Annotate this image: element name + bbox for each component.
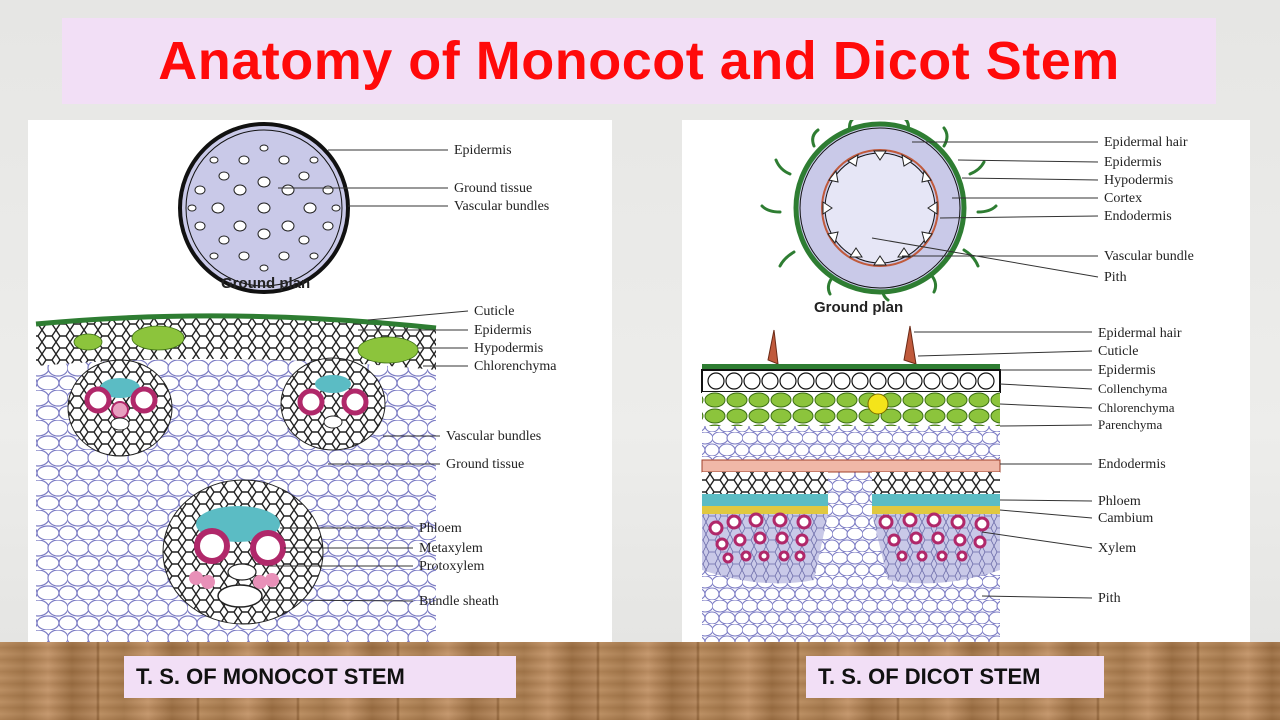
dicot-detail-labels: Epidermal hair Cuticle Epidermis Collenc…: [1098, 326, 1182, 606]
monocot-vascular-bundle: [67, 359, 173, 457]
monocot-ground-plan: [178, 122, 350, 294]
dicot-diagram-panel: Ground plan Epidermal hair Epidermis Hyp…: [682, 120, 1250, 642]
label-parenchyma: Parenchyma: [1098, 417, 1162, 432]
label-cuticle: Cuticle: [474, 304, 514, 319]
monocot-detail-section: [35, 313, 437, 642]
label-ground-tissue: Ground tissue: [454, 181, 532, 196]
dicot-ground-plan: [760, 120, 998, 302]
label-bundle-sheath: Bundle sheath: [419, 594, 499, 609]
label-phloem: Phloem: [419, 521, 462, 536]
dicot-ground-plan-title: Ground plan: [814, 299, 903, 316]
label-ground-tissue: Ground tissue: [446, 457, 524, 472]
dicot-caption: T. S. OF DICOT STEM: [806, 656, 1104, 698]
label-cambium: Cambium: [1098, 511, 1153, 526]
label-hypodermis: Hypodermis: [474, 341, 543, 356]
label-vascular-bundle: Vascular bundle: [1104, 249, 1194, 264]
label-chlorenchyma: Chlorenchyma: [474, 359, 557, 374]
monocot-ground-plan-labels: Epidermis Ground tissue Vascular bundles: [454, 143, 549, 214]
label-epidermal-hair: Epidermal hair: [1098, 326, 1182, 341]
label-vascular-bundles: Vascular bundles: [446, 429, 541, 444]
label-protoxylem: Protoxylem: [419, 559, 484, 574]
label-chlorenchyma: Chlorenchyma: [1098, 400, 1175, 415]
monocot-vascular-bundle: [280, 357, 386, 451]
dicot-ground-plan-labels: Epidermal hair Epidermis Hypodermis Cort…: [1104, 135, 1194, 285]
dicot-detail-section: [701, 325, 1001, 642]
page-title: Anatomy of Monocot and Dicot Stem: [158, 31, 1120, 91]
label-epidermis: Epidermis: [474, 323, 532, 338]
monocot-vascular-bundle-large: [162, 479, 324, 625]
label-cortex: Cortex: [1104, 191, 1142, 206]
dicot-diagram: Ground plan Epidermal hair Epidermis Hyp…: [701, 120, 1194, 642]
title-banner: Anatomy of Monocot and Dicot Stem: [62, 18, 1216, 104]
label-pith: Pith: [1104, 270, 1127, 285]
label-phloem: Phloem: [1098, 494, 1141, 509]
label-endodermis: Endodermis: [1104, 209, 1172, 224]
label-vascular-bundles: Vascular bundles: [454, 199, 549, 214]
label-endodermis: Endodermis: [1098, 457, 1166, 472]
label-collenchyma: Collenchyma: [1098, 381, 1168, 396]
label-epidermis: Epidermis: [454, 143, 512, 158]
label-cuticle: Cuticle: [1098, 344, 1138, 359]
label-epidermal-hair: Epidermal hair: [1104, 135, 1188, 150]
label-epidermis: Epidermis: [1104, 155, 1162, 170]
label-xylem: Xylem: [1098, 541, 1136, 556]
label-metaxylem: Metaxylem: [419, 541, 483, 556]
monocot-ground-plan-title: Ground plan: [221, 275, 310, 292]
monocot-caption: T. S. OF MONOCOT STEM: [124, 656, 516, 698]
monocot-diagram-panel: Ground plan Epidermis Ground tissue Vasc…: [28, 120, 612, 642]
monocot-detail-labels: Cuticle Epidermis Hypodermis Chlorenchym…: [419, 304, 557, 609]
label-epidermis: Epidermis: [1098, 363, 1156, 378]
monocot-diagram: Ground plan Epidermis Ground tissue Vasc…: [35, 122, 557, 642]
label-hypodermis: Hypodermis: [1104, 173, 1173, 188]
label-pith: Pith: [1098, 591, 1121, 606]
